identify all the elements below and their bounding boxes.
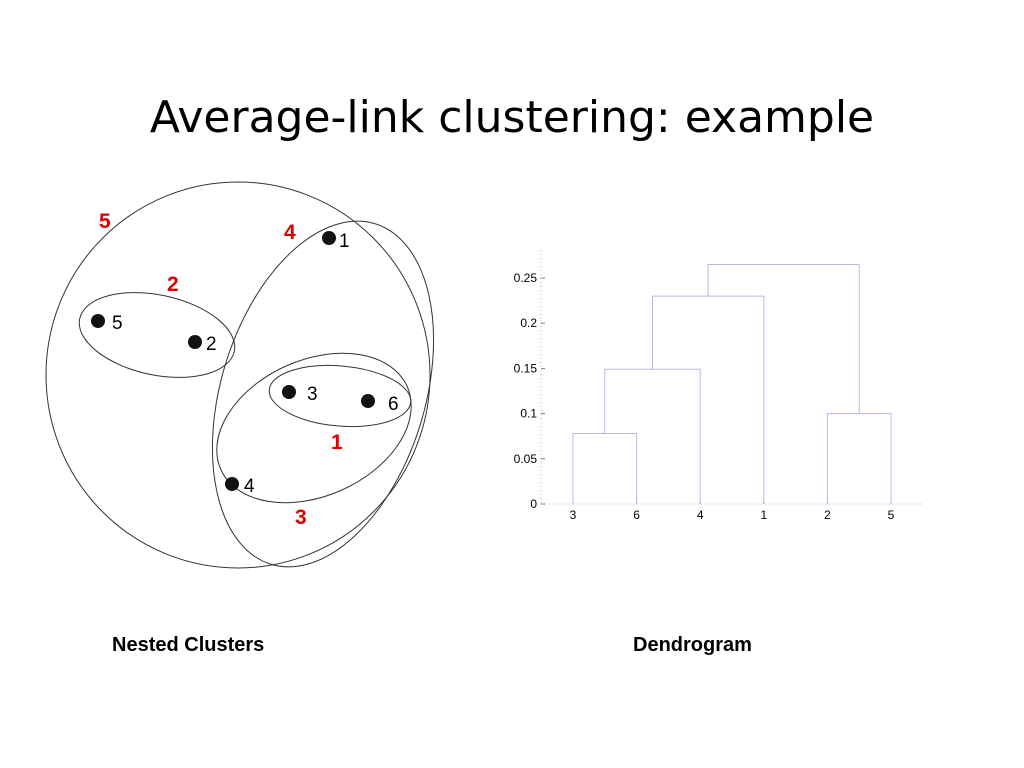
y-tick-label: 0.25	[514, 271, 538, 285]
y-tick-label: 0.2	[520, 316, 537, 330]
point-3-dot	[282, 385, 296, 399]
point-1-dot	[322, 231, 336, 245]
cluster-label-4: 4	[284, 221, 296, 244]
cluster-5-outline	[45, 181, 431, 569]
dendrogram-caption: Dendrogram	[633, 634, 752, 656]
point-5-label: 5	[112, 313, 123, 334]
cluster-label-5: 5	[99, 210, 111, 233]
cluster-label-1: 1	[331, 431, 343, 454]
x-tick-label: 4	[697, 508, 704, 522]
x-tick-label: 5	[888, 508, 895, 522]
point-5-dot	[91, 314, 105, 328]
point-3-label: 3	[307, 384, 318, 405]
point-6-dot	[361, 394, 375, 408]
dendrogram-link	[572, 432, 638, 504]
nested-clusters-caption: Nested Clusters	[112, 634, 265, 656]
y-tick-label: 0.05	[514, 452, 538, 466]
x-tick-label: 2	[824, 508, 831, 522]
x-tick-label: 1	[760, 508, 767, 522]
point-6-label: 6	[388, 394, 399, 415]
point-2-dot	[188, 335, 202, 349]
point-2-label: 2	[206, 334, 217, 355]
point-1-label: 1	[339, 231, 350, 252]
cluster-4-outline	[211, 220, 435, 568]
slide-title: Average-link clustering: example	[149, 92, 875, 143]
dendrogram-link	[652, 295, 765, 504]
x-tick-label: 6	[633, 508, 640, 522]
cluster-1-outline	[268, 364, 412, 428]
y-tick-label: 0	[530, 497, 537, 511]
point-4-dot	[225, 477, 239, 491]
cluster-2-outline	[78, 292, 236, 378]
dendrogram-link	[826, 413, 892, 504]
x-tick-label: 3	[570, 508, 577, 522]
dendrogram-link	[707, 263, 860, 414]
point-4-label: 4	[244, 476, 255, 497]
dendrogram-link	[604, 368, 701, 504]
cluster-label-2: 2	[167, 273, 179, 296]
y-tick-label: 0.1	[520, 407, 537, 421]
cluster-label-3: 3	[295, 506, 307, 529]
cluster-3-outline	[216, 352, 412, 504]
y-tick-label: 0.15	[514, 361, 538, 375]
